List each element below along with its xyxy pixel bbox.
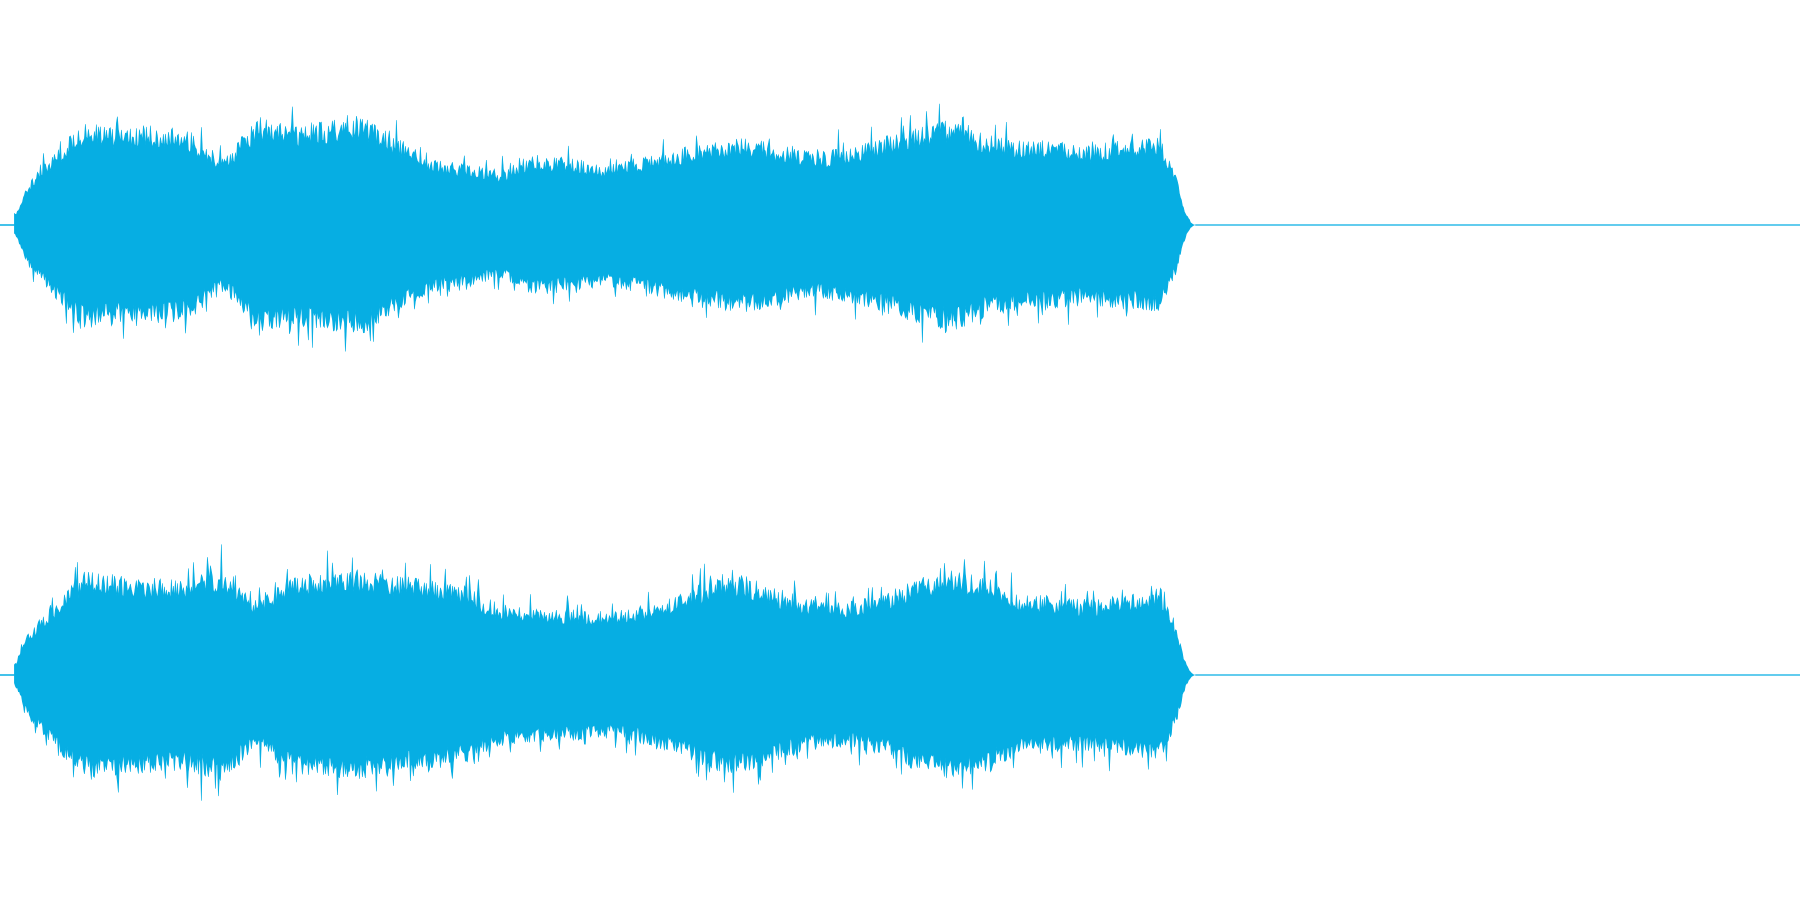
channel-2-waveform xyxy=(0,544,1800,801)
channel-2-signal xyxy=(14,544,1195,801)
channel-1-signal xyxy=(14,103,1195,352)
channel-1-waveform xyxy=(0,103,1800,352)
